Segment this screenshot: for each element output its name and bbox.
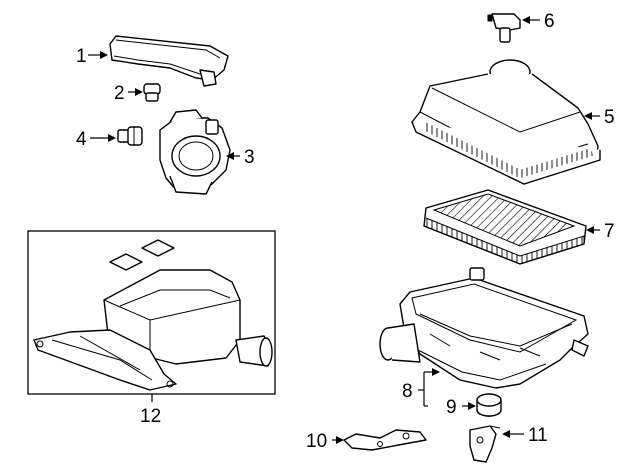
- part-11-bracket: [469, 425, 501, 463]
- callout-labels: 1 2 3 4 5 6 7 8 9 10 11 12: [76, 11, 615, 452]
- part-4-clip: [117, 126, 143, 146]
- callout-2: 2: [114, 83, 125, 104]
- callout-5: 5: [604, 107, 615, 128]
- part-2-grommet: [143, 83, 161, 102]
- part-1-duct-cover: [109, 35, 229, 87]
- part-10-bracket: [343, 429, 427, 451]
- callout-6: 6: [544, 11, 555, 32]
- callout-12: 12: [140, 406, 161, 427]
- callout-11: 11: [528, 425, 548, 446]
- part-8-cleaner-case: [379, 267, 589, 389]
- callout-1: 1: [76, 46, 87, 67]
- part-12-duct-assembly: [33, 239, 273, 391]
- part-6-sensor: [487, 13, 521, 43]
- callout-9: 9: [446, 397, 457, 418]
- callout-10: 10: [306, 431, 327, 452]
- callout-8: 8: [402, 381, 413, 402]
- leader-lines: [88, 16, 600, 444]
- callout-4: 4: [76, 129, 87, 150]
- callout-3: 3: [244, 147, 255, 168]
- callout-7: 7: [604, 221, 615, 242]
- part-5-cleaner-cap: [411, 59, 601, 185]
- part-3-throttle-body: [159, 109, 231, 195]
- part-7-filter-element: [423, 189, 587, 265]
- part-9-grommet: [476, 393, 502, 417]
